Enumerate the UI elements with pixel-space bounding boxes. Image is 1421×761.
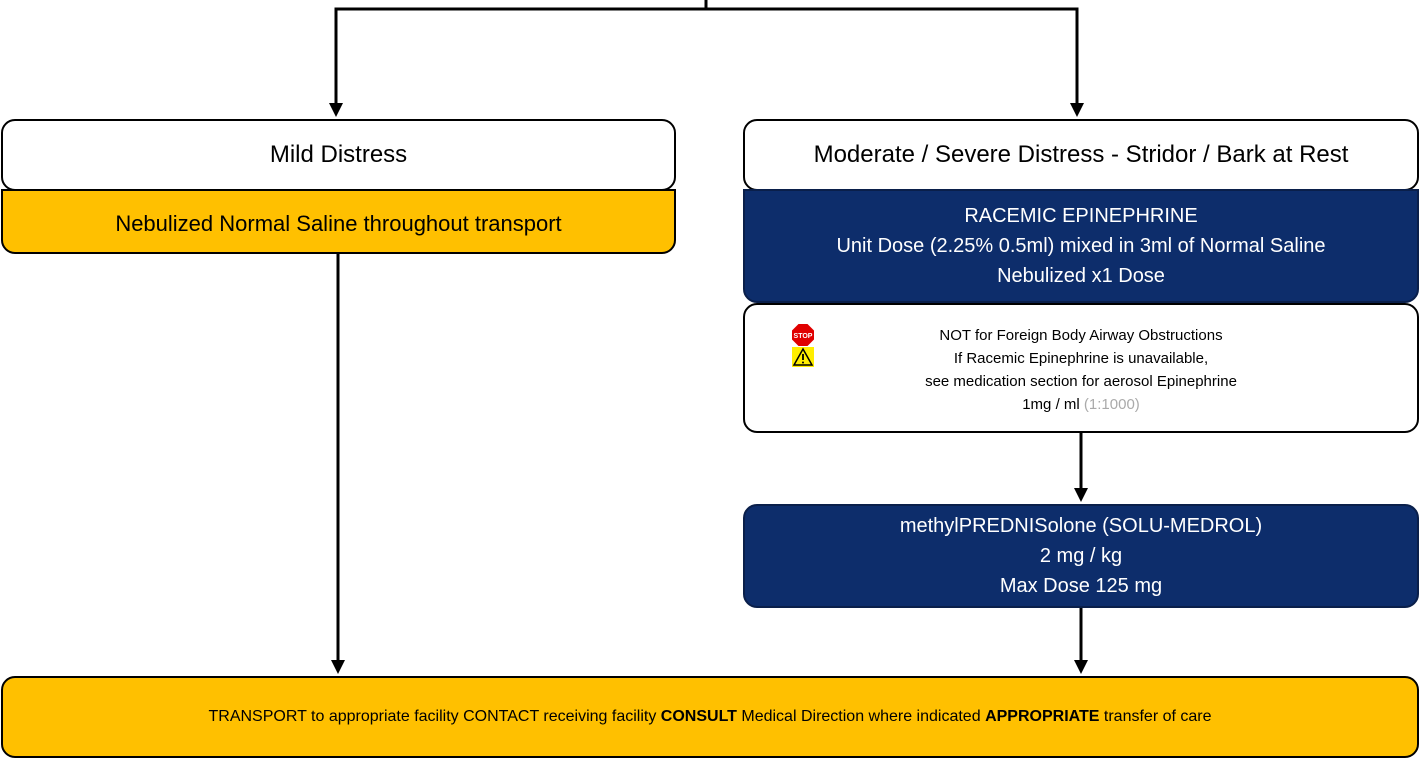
moderate-severe-distress-label: Moderate / Severe Distress - Stridor / B…	[813, 141, 1349, 168]
transport-part-3: transfer of care	[1103, 708, 1212, 725]
transport-part-1: TRANSPORT to appropriate facility CONTAC…	[208, 708, 657, 725]
warning-triangle-icon	[792, 347, 814, 367]
mild-distress-label: Mild Distress	[269, 141, 408, 168]
caution-ratio: (1:1000)	[1083, 396, 1140, 413]
racemic-dose: Unit Dose (2.25% 0.5ml) mixed in 3ml of …	[836, 235, 1326, 257]
arrow-to-moderate	[1070, 103, 1084, 117]
transport-part-2: Medical Direction where indicated	[741, 708, 981, 725]
arrow-to-mild	[329, 103, 343, 117]
arrow-to-transport-right	[1074, 660, 1088, 674]
stop-sign-icon: STOP	[792, 324, 814, 346]
caution-line-4: 1mg / ml (1:1000)	[1022, 393, 1140, 416]
transport-appropriate: APPROPRIATE	[985, 708, 1100, 725]
nebulized-saline-box: Nebulized Normal Saline throughout trans…	[1, 189, 676, 254]
methyl-dose: 2 mg / kg	[1039, 545, 1123, 567]
caution-line-3: see medication section for aerosol Epine…	[925, 373, 1237, 390]
methyl-title: methylPREDNISolone (SOLU-MEDROL)	[899, 515, 1263, 537]
racemic-route: Nebulized x1 Dose	[997, 265, 1165, 287]
methylprednisolone-box: methylPREDNISolone (SOLU-MEDROL) 2 mg / …	[743, 504, 1419, 608]
racemic-epinephrine-box: RACEMIC EPINEPHRINE Unit Dose (2.25% 0.5…	[743, 189, 1419, 303]
connector-top-bar	[334, 7, 1079, 104]
methyl-max-dose: Max Dose 125 mg	[999, 575, 1163, 597]
transport-consult: CONSULT	[660, 708, 737, 725]
racemic-title: RACEMIC EPINEPHRINE	[964, 205, 1198, 227]
arrow-to-transport-left	[331, 660, 345, 674]
nebulized-saline-label: Nebulized Normal Saline throughout trans…	[115, 211, 562, 236]
transport-text: TRANSPORT to appropriate facility CONTAC…	[208, 708, 1211, 726]
caution-line-2: If Racemic Epinephrine is unavailable,	[953, 350, 1209, 367]
mild-distress-box: Mild Distress	[1, 119, 676, 191]
caution-line-1: NOT for Foreign Body Airway Obstructions	[939, 327, 1223, 344]
moderate-severe-distress-box: Moderate / Severe Distress - Stridor / B…	[743, 119, 1419, 191]
transport-box: TRANSPORT to appropriate facility CONTAC…	[1, 676, 1419, 758]
caution-dose: 1mg / ml	[1022, 396, 1080, 413]
arrow-to-methyl	[1074, 488, 1088, 502]
stop-sign-text: STOP	[794, 333, 813, 340]
caution-note-box: STOP NOT for Foreign Body Airway Obstruc…	[743, 303, 1419, 433]
